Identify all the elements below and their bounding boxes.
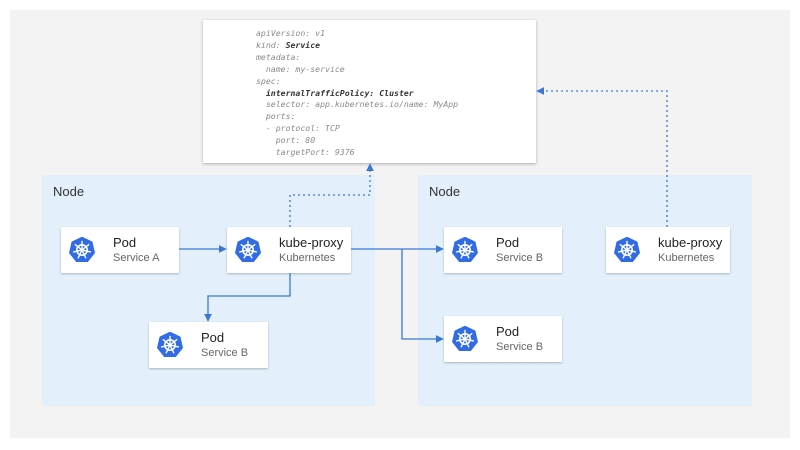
card-title: Pod bbox=[496, 235, 520, 250]
node-label: Node bbox=[429, 184, 461, 199]
card-title: kube-proxy bbox=[658, 235, 723, 250]
yaml-line: apiVersion: v1 bbox=[256, 28, 326, 38]
pod-service-a: Pod Service A bbox=[61, 227, 179, 273]
kubernetes-icon bbox=[235, 237, 261, 263]
card-subtitle: Kubernetes bbox=[658, 252, 715, 264]
node-label: Node bbox=[53, 184, 85, 199]
pod-service-b-right-top: Pod Service B bbox=[444, 227, 562, 273]
kubernetes-icon bbox=[452, 237, 478, 263]
kubernetes-icon bbox=[614, 237, 640, 263]
card-subtitle: Kubernetes bbox=[279, 252, 336, 264]
yaml-line: targetPort: 9376 bbox=[256, 147, 355, 157]
card-subtitle: Service B bbox=[201, 347, 249, 359]
yaml-line: metadata: bbox=[256, 51, 301, 62]
card-title: kube-proxy bbox=[279, 235, 344, 250]
card-subtitle: Service A bbox=[113, 252, 160, 264]
kubernetes-icon bbox=[452, 326, 478, 352]
arrow-proxy-to-local-pod bbox=[204, 273, 291, 322]
card-title: Pod bbox=[113, 235, 137, 250]
kubernetes-icon bbox=[157, 332, 183, 358]
yaml-line: - protocol: TCP bbox=[256, 123, 340, 134]
yaml-value: Service bbox=[285, 39, 321, 50]
yaml-line: internalTrafficPolicy: Cluster bbox=[256, 88, 414, 98]
pod-service-b-left: Pod Service B bbox=[149, 322, 268, 368]
card-subtitle: Service B bbox=[496, 252, 544, 264]
arrow-proxy-to-remote-pod-bottom bbox=[401, 249, 444, 343]
card-title: Pod bbox=[201, 330, 225, 345]
node-right: Node bbox=[418, 175, 752, 406]
yaml-line: kind: Service bbox=[256, 40, 320, 50]
yaml-line: spec: bbox=[256, 75, 281, 86]
watch-line-left-proxy bbox=[289, 163, 374, 227]
kube-proxy-right: kube-proxy Kubernetes bbox=[606, 227, 730, 273]
yaml-line: port: 80 bbox=[256, 135, 316, 146]
yaml-line: name: my-service bbox=[256, 63, 345, 74]
kubernetes-icon bbox=[69, 237, 95, 263]
yaml-line: ports: bbox=[256, 111, 296, 122]
yaml-key: kind: bbox=[256, 39, 286, 50]
yaml-key: internalTrafficPolicy: bbox=[256, 87, 380, 98]
yaml-value: Cluster bbox=[379, 87, 414, 98]
pod-service-b-right-bottom: Pod Service B bbox=[444, 316, 562, 362]
kube-proxy-left: kube-proxy Kubernetes bbox=[227, 227, 351, 273]
card-title: Pod bbox=[496, 324, 520, 339]
watch-line-right-proxy bbox=[536, 87, 668, 227]
card-subtitle: Service B bbox=[496, 341, 544, 353]
yaml-line: selector: app.kubernetes.io/name: MyApp bbox=[256, 99, 459, 110]
